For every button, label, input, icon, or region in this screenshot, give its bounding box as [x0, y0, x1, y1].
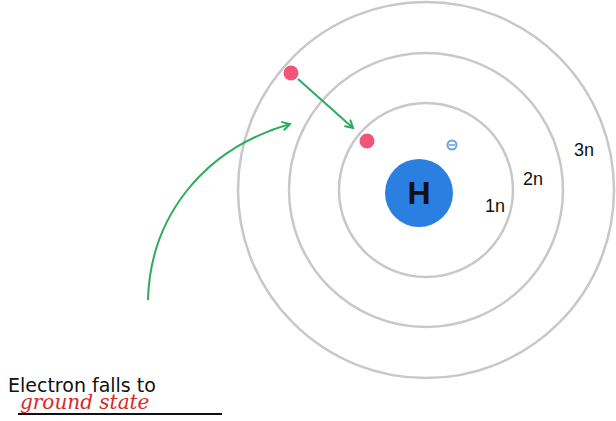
leader-arrow	[148, 124, 290, 300]
orbit-label: 3n	[574, 140, 594, 161]
electron-symbol	[448, 141, 457, 150]
orbit-1	[339, 103, 513, 277]
electron	[360, 134, 375, 149]
answer-text: ground state	[20, 390, 149, 414]
transition-arrow	[298, 79, 353, 128]
element-symbol: H	[407, 177, 430, 209]
orbit-3	[238, 2, 614, 378]
orbit-label: 1n	[485, 196, 505, 217]
orbit-2	[289, 53, 563, 327]
orbit-label: 2n	[523, 169, 543, 190]
electron	[284, 66, 299, 81]
nucleus-circle: H	[385, 159, 453, 227]
